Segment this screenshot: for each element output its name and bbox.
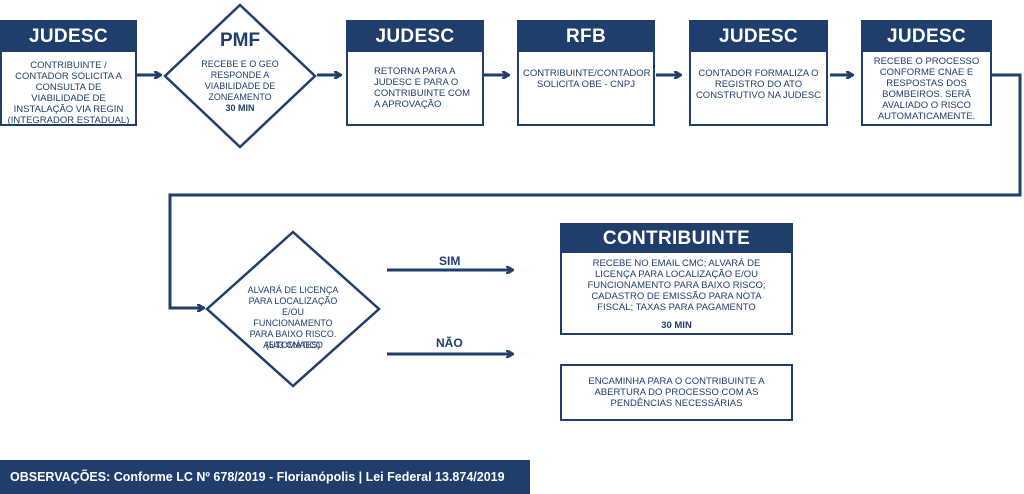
step-title: JUDESC (691, 22, 826, 52)
decision-diamond: ALVARÁ DE LICENÇA PARA LOCALIZAÇÃO E/OU … (205, 230, 381, 388)
step-judesc-retorna: JUDESC RETORNA PARA A JUDESC E PARA O CO… (346, 20, 484, 126)
step-rfb: RFB CONTRIBUINTE/CONTADOR SOLICITA OBE -… (517, 20, 655, 126)
decision-note: (543 CNAES) (265, 340, 321, 350)
step-time: 30 MIN (225, 103, 255, 113)
step-text: CONTADOR FORMALIZA O REGISTRO DO ATO CON… (695, 68, 822, 101)
branch-yes-label: SIM (439, 254, 461, 268)
contribuinte-text: RECEBE NO EMAIL CMC; ALVARÁ DE LICENÇA P… (587, 258, 766, 313)
step-title: JUDESC (348, 22, 482, 52)
step-pmf-diamond: PMF RECEBE E O GEO RESPONDE A VIABILIDAD… (163, 3, 317, 149)
step-title: JUDESC (2, 22, 135, 52)
pending-box: ENCAMINHA PARA O CONTRIBUINTE A ABERTURA… (560, 364, 793, 421)
step-title: RFB (519, 22, 653, 52)
decision-text: ALVARÁ DE LICENÇA PARA LOCALIZAÇÃO E/OU … (247, 285, 339, 350)
step-judesc-formaliza: JUDESC CONTADOR FORMALIZA O REGISTRO DO … (689, 20, 828, 126)
step-text: RECEBE E O GEO RESPONDE A VIABILIDADE DE… (201, 59, 279, 102)
step-text: CONTRIBUINTE / CONTADOR SOLICITA A CONSU… (7, 60, 130, 126)
contribuinte-box: CONTRIBUINTE RECEBE NO EMAIL CMC; ALVARÁ… (560, 223, 793, 335)
branch-no-label: NÃO (436, 336, 463, 350)
observations-banner: OBSERVAÇÕES: Conforme LC Nº 678/2019 - F… (0, 460, 530, 494)
step-judesc-processo: JUDESC RECEBE O PROCESSO CONFORME CNAE E… (861, 20, 992, 126)
step-text: CONTRIBUINTE/CONTADOR SOLICITA OBE - CNP… (523, 68, 651, 90)
return-path (168, 73, 1022, 308)
step-title: JUDESC (863, 22, 990, 52)
pending-text: ENCAMINHA PARA O CONTRIBUINTE A ABERTURA… (588, 376, 765, 409)
contribuinte-time: 30 MIN (661, 320, 692, 331)
step-title: PMF (219, 30, 261, 51)
step-text: RECEBE O PROCESSO CONFORME CNAE E RESPOS… (873, 56, 980, 122)
step-judesc-consulta: JUDESC CONTRIBUINTE / CONTADOR SOLICITA … (0, 20, 137, 126)
step-text: RETORNA PARA A JUDESC E PARA O CONTRIBUI… (374, 66, 471, 110)
contribuinte-title: CONTRIBUINTE (562, 225, 791, 253)
